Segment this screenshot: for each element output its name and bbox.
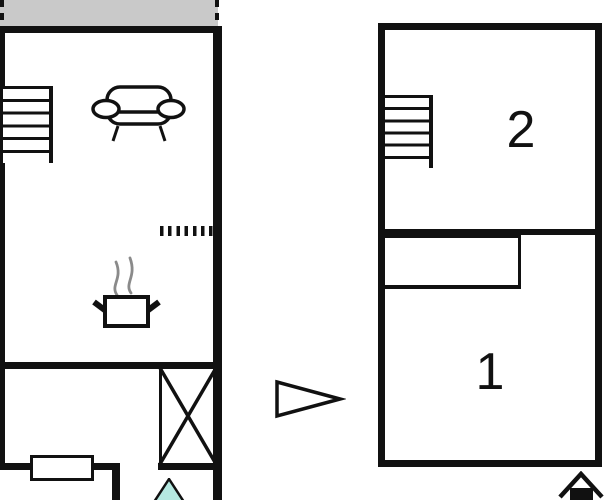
wall-fixture-bottom — [158, 463, 218, 470]
closet-outline — [385, 235, 521, 289]
entrance-arrow-icon — [153, 478, 185, 500]
room-2-label: 2 — [506, 101, 536, 159]
terrace-dashed-edge-right — [215, 0, 219, 25]
radiator-icon — [30, 455, 94, 481]
wall-entry-left-plan — [112, 463, 120, 500]
terrace-area — [0, 0, 218, 26]
wall-left-right-plan — [378, 23, 385, 467]
room-1-label: 1 — [475, 343, 505, 401]
steam-icon — [113, 256, 134, 297]
wall-interior-left-plan — [0, 362, 218, 369]
wall-left-left-plan — [0, 26, 5, 467]
terrace-dashed-edge-left — [0, 0, 4, 26]
sofa-icon — [91, 85, 186, 142]
wall-bottom-right-plan — [378, 460, 602, 467]
cooking-pot-icon — [92, 256, 161, 328]
house-marker-icon — [558, 471, 604, 500]
floor-link-arrow-icon — [275, 379, 346, 419]
cross-fixture-icon — [158, 366, 218, 466]
wall-top-right-plan — [378, 23, 602, 30]
stairs-icon — [3, 86, 53, 163]
dotted-opening-icon — [160, 226, 213, 236]
wall-divider-right-plan — [385, 229, 595, 235]
stairs-icon-upper — [385, 95, 433, 168]
wall-top-left-plan — [0, 26, 222, 33]
wall-right-left-plan — [213, 26, 222, 500]
wall-right-right-plan — [595, 23, 602, 467]
